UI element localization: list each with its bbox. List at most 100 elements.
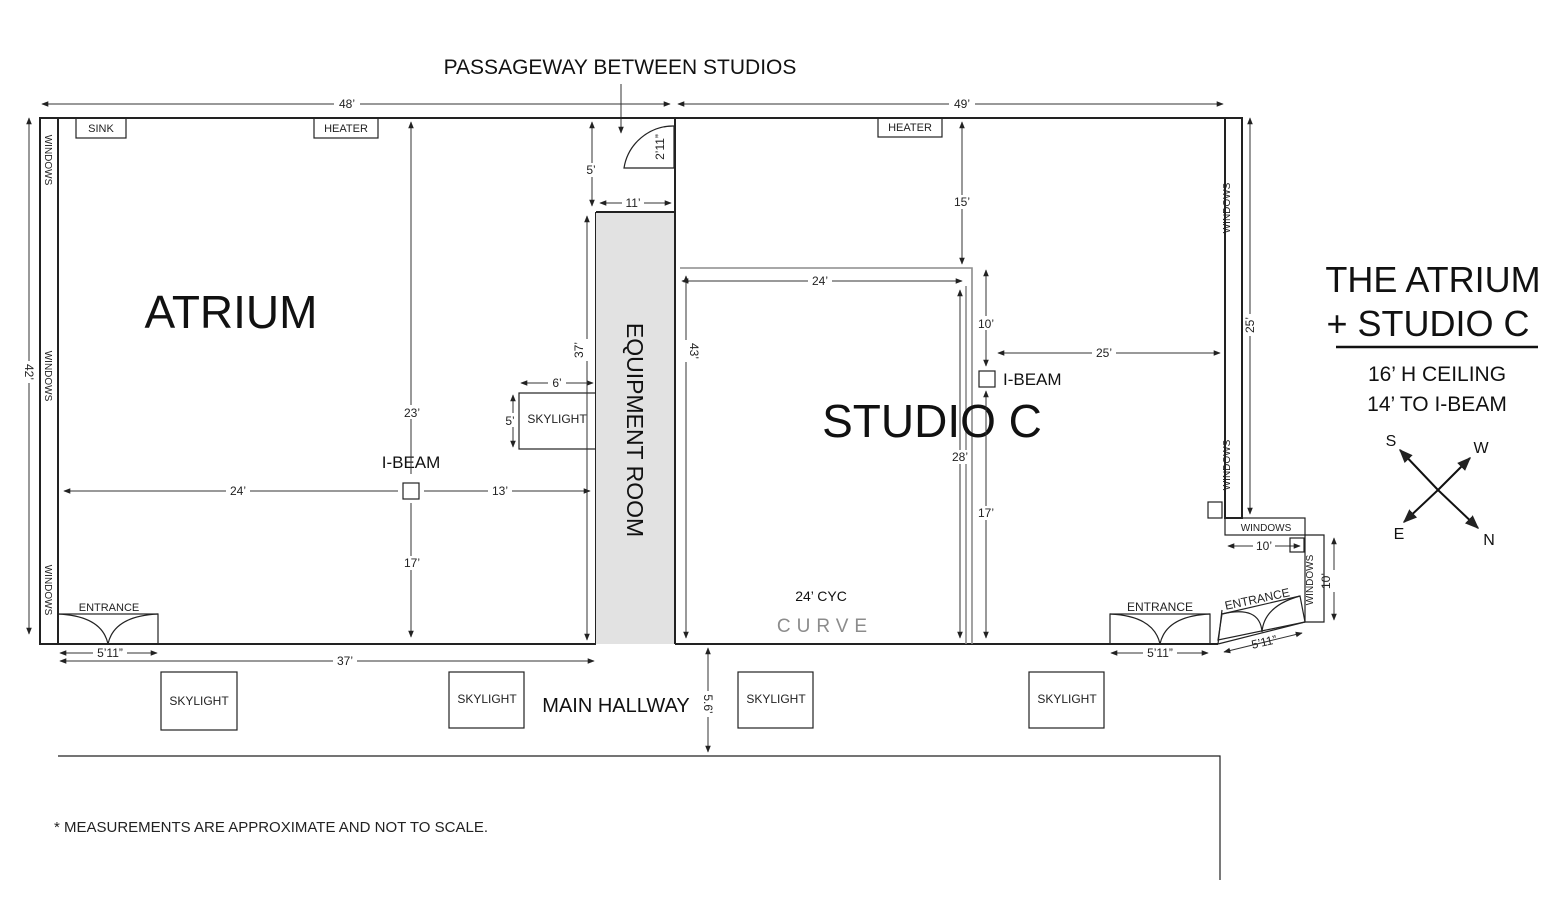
dim-10-ibeam: 10’ <box>978 317 994 331</box>
dim-13: 13’ <box>492 484 508 498</box>
dim-bg <box>580 339 594 361</box>
skylight-box <box>448 671 525 729</box>
compass-e: E <box>1394 526 1405 543</box>
dim-bg <box>679 340 693 362</box>
heater-box <box>313 117 379 139</box>
corner-window-wall <box>1304 534 1325 623</box>
i-beam-marker <box>978 370 996 388</box>
skylight-label: SKYLIGHT <box>1037 692 1097 706</box>
compass-n: N <box>1483 532 1495 549</box>
dim-43: 43’ <box>687 343 701 359</box>
entrance-label: ENTRANCE <box>1223 585 1290 612</box>
dim-25: 25’ <box>1096 346 1112 360</box>
dim-17-ibeam: 17’ <box>978 506 994 520</box>
title-line1: THE ATRIUM <box>1325 259 1540 300</box>
heater-box <box>877 117 943 138</box>
dim-42: 42’ <box>22 364 36 380</box>
dim-bg <box>226 484 250 498</box>
dim-49: 49’ <box>954 97 970 111</box>
windows-label: WINDOWS <box>42 351 53 402</box>
main-hallway-label: MAIN HALLWAY <box>542 695 689 717</box>
dim-17: 17’ <box>404 556 420 570</box>
corner-entrance-doors <box>1221 595 1301 633</box>
skylight-box <box>1028 671 1105 729</box>
ceiling-label: 16’ H CEILING <box>1368 363 1506 386</box>
dim-10-corner: 10’ <box>1256 539 1272 553</box>
dim-bg <box>93 646 127 660</box>
dim-line-5-11-corner <box>1223 631 1303 654</box>
compass-n-arrow <box>1437 489 1480 529</box>
skylight-label: SKYLIGHT <box>169 694 229 708</box>
entrance-doors <box>57 613 159 645</box>
dim-48: 48’ <box>339 97 355 111</box>
dim-bg <box>949 97 975 111</box>
dim-bg <box>333 654 357 668</box>
compass-s: S <box>1386 433 1397 450</box>
equipment-room-label: EQUIPMENT ROOM <box>622 323 648 537</box>
dim-5-11-studio: 5’11” <box>1147 646 1173 660</box>
column-marker <box>1289 537 1305 553</box>
dim-11: 11’ <box>625 196 640 210</box>
compass-s-arrow <box>1399 448 1439 491</box>
dim-bg <box>1253 539 1275 553</box>
dim-24: 24’ <box>230 484 246 498</box>
entrance-doors <box>1109 613 1211 645</box>
dim-37: 37’ <box>337 654 353 668</box>
i-beam-marker <box>402 482 420 500</box>
skylight-box <box>737 671 814 729</box>
dim-5: 5’ <box>505 414 514 428</box>
hallway-wall <box>58 755 1221 880</box>
windows-label: WINDOWS <box>1222 182 1233 233</box>
passageway-label: PASSAGEWAY BETWEEN STUDIOS <box>444 56 797 79</box>
heater-label: HEATER <box>888 122 932 134</box>
windows-label: WINDOWS <box>1222 439 1233 490</box>
dim-5-11: 5’11” <box>97 646 123 660</box>
curve-label: CURVE <box>777 616 873 637</box>
dim-bg <box>1092 346 1116 360</box>
corner-entrance-frame <box>1217 595 1306 641</box>
dim-5-11-corner: 5’11” <box>1250 632 1278 651</box>
entrance-frame <box>1109 613 1211 645</box>
windows-label: WINDOWS <box>1241 523 1292 534</box>
passage-door <box>623 125 675 169</box>
dim-bg <box>622 196 644 210</box>
entrance-frame <box>57 613 159 645</box>
dim-25-wall: 25’ <box>1243 317 1257 333</box>
equipment-room-fill <box>596 212 675 644</box>
heater-label: HEATER <box>324 123 368 135</box>
dim-bg <box>503 413 517 427</box>
dim-bg <box>334 97 360 111</box>
dim-10-vert: 10’ <box>1319 573 1333 589</box>
dim-37-equip: 37’ <box>572 342 586 358</box>
dim-bg <box>1243 314 1257 336</box>
entrance-label: ENTRANCE <box>1127 600 1193 614</box>
note-label: * MEASUREMENTS ARE APPROXIMATE AND NOT T… <box>54 819 488 836</box>
dim-bg <box>583 163 599 177</box>
sink-box <box>75 117 127 139</box>
sink-label: SINK <box>88 123 114 135</box>
skylight-label: SKYLIGHT <box>457 692 517 706</box>
skylight-label: SKYLIGHT <box>527 412 587 426</box>
title-line2: + STUDIO C <box>1326 303 1529 344</box>
compass-w: W <box>1473 440 1489 457</box>
windows-label: WINDOWS <box>42 565 53 616</box>
dim-bg <box>401 405 423 419</box>
dim-6: 6’ <box>552 376 561 390</box>
windows-label: WINDOWS <box>1305 554 1316 605</box>
entrance-label: ENTRANCE <box>79 602 140 614</box>
dim-bg <box>975 316 997 330</box>
skylight-box <box>160 671 238 731</box>
cyc-label: 24’ CYC <box>795 588 847 604</box>
dim-bg <box>951 195 973 209</box>
dim-bg <box>1327 570 1341 592</box>
dim-bg <box>488 484 512 498</box>
studio-c-label: STUDIO C <box>822 395 1042 447</box>
dim-5-passage: 5’ <box>586 163 595 177</box>
dim-24-studio: 24’ <box>812 274 828 288</box>
column-marker <box>1207 501 1223 519</box>
skylight-label: SKYLIGHT <box>746 692 806 706</box>
compass-w-arrow <box>1437 457 1471 491</box>
atrium-label: ATRIUM <box>145 286 318 338</box>
cyc-wall-outer <box>680 267 973 644</box>
